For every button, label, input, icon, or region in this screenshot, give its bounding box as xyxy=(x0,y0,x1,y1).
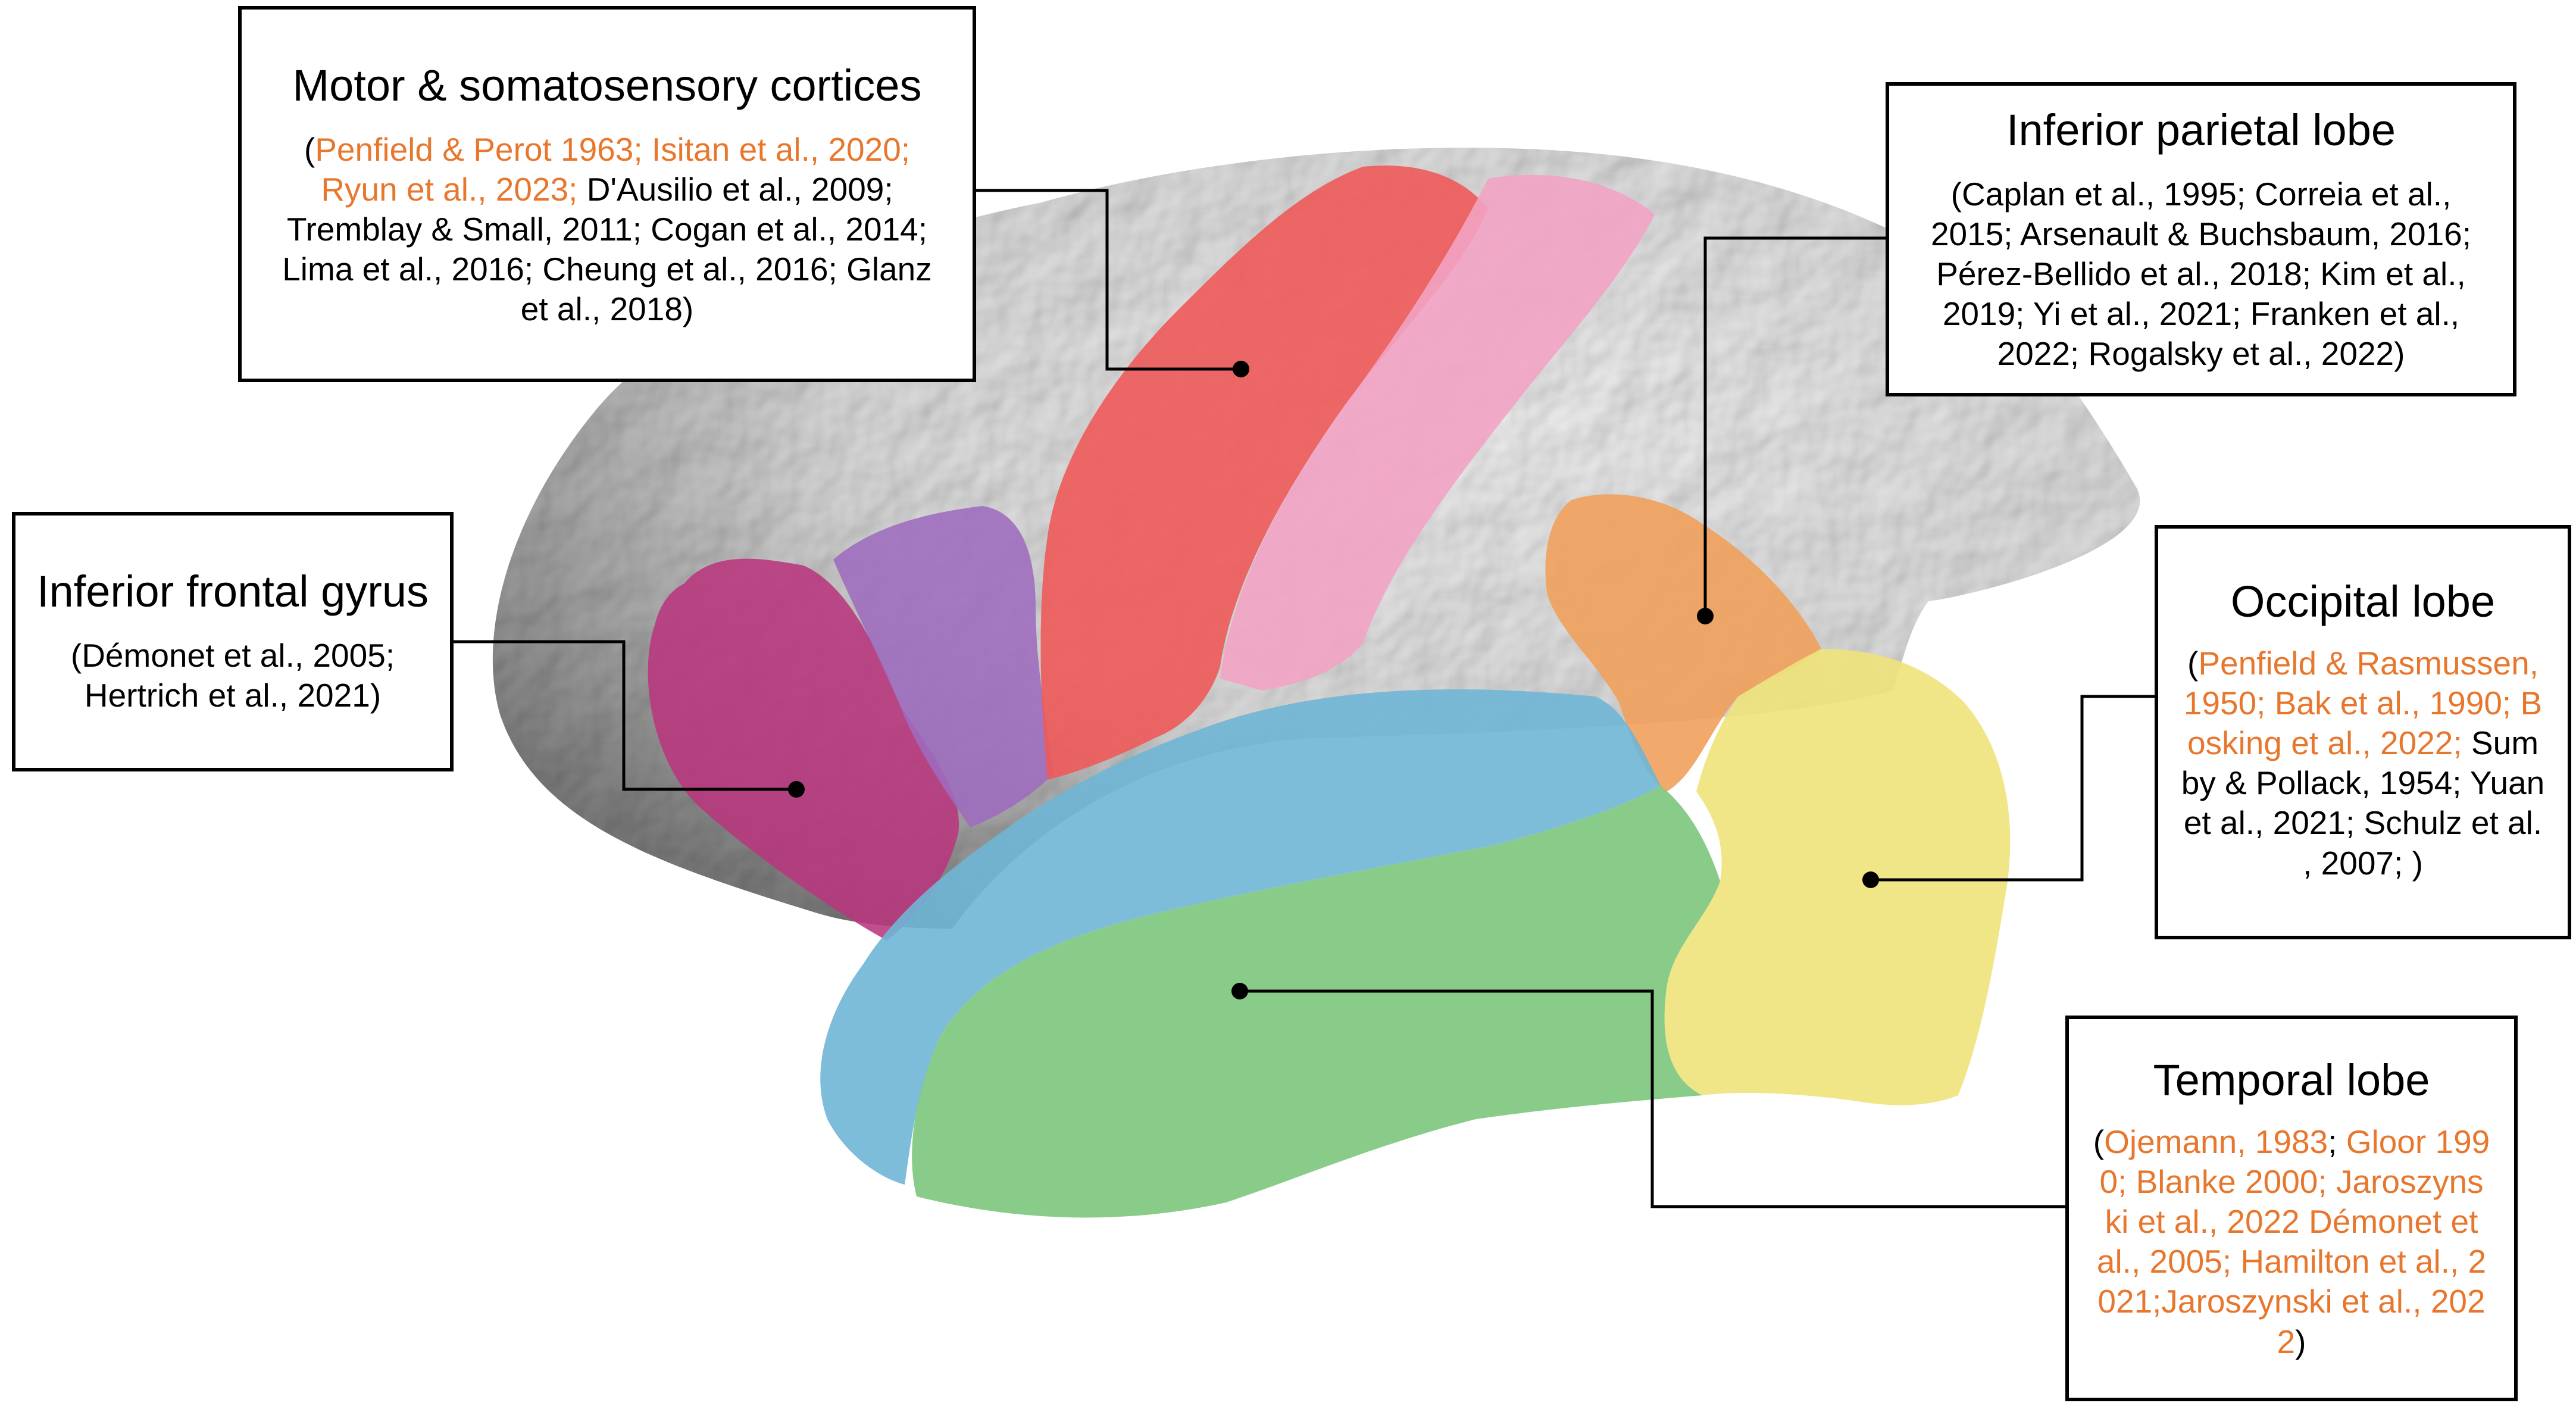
region-occipital xyxy=(1664,649,2011,1105)
label-title-temporal: Temporal lobe xyxy=(2153,1055,2430,1105)
region-inferior-parietal xyxy=(1545,494,1821,792)
label-box-inferior-frontal: Inferior frontal gyrus (Démonet et al., … xyxy=(12,512,454,771)
marker-dot-inferior-parietal xyxy=(1697,608,1714,624)
leader-line-occipital xyxy=(1871,695,2155,882)
label-refs-inferior-frontal: (Démonet et al., 2005; Hertrich et al., … xyxy=(70,637,395,714)
label-refs-inferior-parietal: (Caplan et al., 1995; Correia et al., 20… xyxy=(1930,176,2472,373)
label-box-temporal: Temporal lobe (Ojemann, 1983; Gloor 199 … xyxy=(2065,1016,2518,1401)
refs-open-paren: ( xyxy=(304,131,315,168)
refs-open-paren: ( xyxy=(2093,1123,2105,1161)
refs-highlighted-2: Gloor 199 0; Blanke 2000; Jaroszyns ki e… xyxy=(2096,1123,2490,1360)
refs-highlighted-1: Ojemann, 1983 xyxy=(2104,1123,2328,1161)
marker-dot-occipital xyxy=(1862,871,1879,888)
label-box-occipital: Occipital lobe (Penfield & Rasmussen, 19… xyxy=(2155,525,2571,939)
label-refs-temporal: (Ojemann, 1983; Gloor 199 0; Blanke 2000… xyxy=(2087,1122,2496,1362)
region-temporal xyxy=(912,786,1720,1218)
marker-dot-inferior-frontal xyxy=(788,781,805,798)
refs-close-paren: ) xyxy=(2295,1323,2306,1360)
leader-line-temporal xyxy=(1240,989,2065,1208)
leader-line-motor xyxy=(975,189,1241,371)
region-motor xyxy=(1040,165,1488,780)
refs-separator: ; xyxy=(2328,1123,2346,1161)
label-title-occipital: Occipital lobe xyxy=(2230,577,2496,626)
region-ifg-pars-opercularis xyxy=(833,506,1053,827)
label-refs-motor-somatosensory: (Penfield & Perot 1963; Isitan et al., 2… xyxy=(271,130,943,329)
label-title-inferior-parietal: Inferior parietal lobe xyxy=(2006,105,2396,155)
leader-line-inferior-frontal xyxy=(454,640,796,791)
label-title-inferior-frontal: Inferior frontal gyrus xyxy=(36,567,429,616)
region-superior-temporal xyxy=(820,689,1661,1185)
label-box-inferior-parietal: Inferior parietal lobe (Caplan et al., 1… xyxy=(1886,82,2516,396)
refs-rest: Sum by & Pollack, 1954; Yuan et al., 202… xyxy=(2181,724,2545,882)
refs-rest: D'Ausilio et al., 2009; Tremblay & Small… xyxy=(282,171,932,328)
leader-line-inferior-parietal xyxy=(1703,236,1886,616)
region-somatosensory xyxy=(1220,174,1655,691)
label-refs-occipital: (Penfield & Rasmussen, 1950; Bak et al.,… xyxy=(2176,643,2550,883)
label-title-motor-somatosensory: Motor & somatosensory cortices xyxy=(292,61,922,110)
region-ifg-pars-triangularis xyxy=(648,558,959,941)
refs-open-paren: ( xyxy=(2187,645,2199,682)
marker-dot-motor xyxy=(1233,361,1249,377)
label-box-motor-somatosensory: Motor & somatosensory cortices (Penfield… xyxy=(238,6,976,382)
refs-highlighted: Penfield & Perot 1963; Isitan et al., 20… xyxy=(315,131,911,208)
refs-highlighted: Penfield & Rasmussen, 1950; Bak et al., … xyxy=(2183,645,2543,762)
marker-dot-temporal xyxy=(1231,983,1248,999)
